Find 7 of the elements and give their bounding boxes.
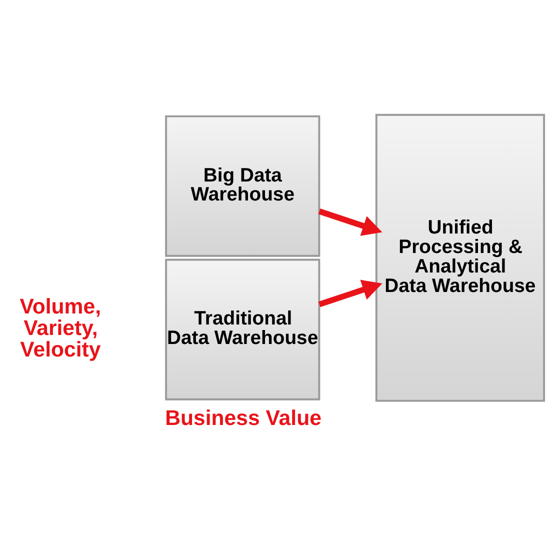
node-box: Unified Processing & Analytical Data Warehouse <box>375 113 546 402</box>
arrow <box>318 279 382 307</box>
label: Volume, Variety, Velocity <box>20 294 102 361</box>
label: Business Value <box>165 406 322 430</box>
node-box: Traditional Data Warehouse <box>165 258 320 400</box>
node-box: Big Data Warehouse <box>165 114 320 256</box>
arrow <box>318 208 382 236</box>
